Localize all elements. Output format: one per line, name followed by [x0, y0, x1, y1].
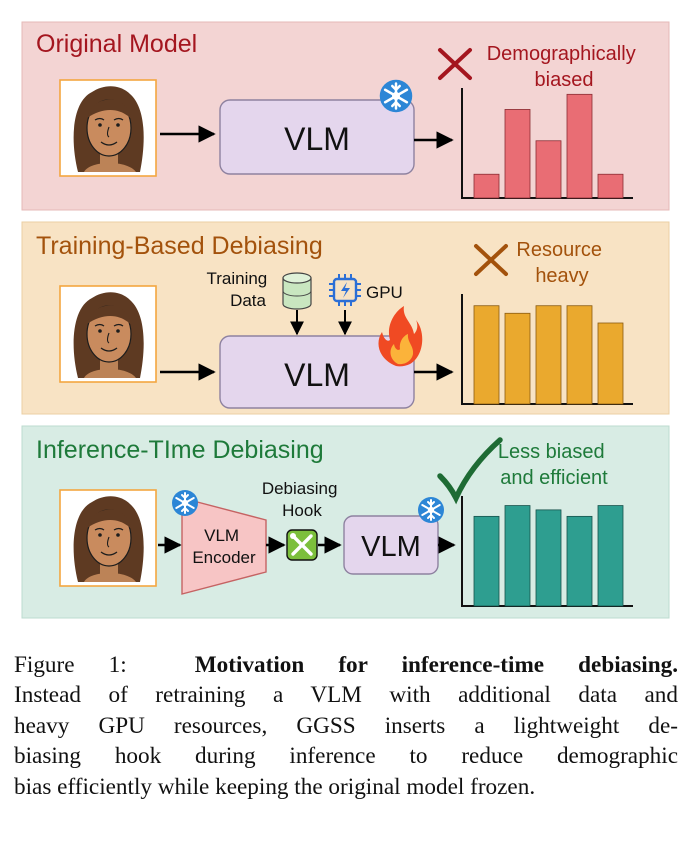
wrench-tool-icon [286, 529, 318, 561]
figure-caption: Figure 1: Motivation for inference-time … [14, 650, 678, 802]
vlm-label: VLM [361, 531, 421, 563]
chart-bar [566, 515, 593, 607]
panel-title: Training-Based Debiasing [36, 232, 323, 260]
panel-title: Inference-TIme Debiasing [36, 436, 324, 464]
caption-line: bias efficiently while keeping the origi… [14, 773, 536, 800]
bar-chart [461, 294, 633, 405]
cross-icon [474, 244, 508, 276]
snowflake-icon [378, 78, 414, 114]
caption-line: heavy GPU resources, GGSS inserts a ligh… [14, 712, 678, 739]
caption-line: biasing hook during inference to reduce … [14, 743, 678, 770]
bar-chart [461, 88, 633, 199]
figure-diagram: Original Model VLM Demographically biase… [21, 21, 670, 619]
vlm-box [219, 99, 415, 175]
snowflake-icon [417, 496, 445, 524]
verdict-text: Less biased and efficient [498, 441, 610, 489]
cross-icon [438, 48, 472, 80]
chart-bar [473, 173, 500, 199]
caption-bold-title: Motivation for inference-time debiasing. [194, 652, 679, 678]
chart-bar [597, 173, 624, 199]
chart-bar [566, 305, 593, 405]
panel-title: Original Model [36, 30, 197, 58]
face-image [59, 285, 157, 383]
snowflake-icon [171, 489, 199, 517]
chart-bar [597, 322, 624, 405]
caption-line: Instead of retraining a VLM with additio… [14, 682, 678, 709]
face-image [59, 489, 157, 587]
hook-label: Debiasing Hook [262, 479, 342, 520]
chart-bar [535, 509, 562, 607]
encoder-trapezoid [181, 497, 267, 595]
panel-inference-time: Inference-TIme Debiasing VLM Encoder Deb… [21, 425, 670, 619]
chart-bar [504, 312, 531, 405]
encoder-label: VLM Encoder [192, 526, 256, 567]
verdict-text: Resource heavy [516, 239, 607, 287]
verdict-text: Demographically biased [487, 43, 642, 91]
bar-chart [461, 496, 633, 607]
caption-label: Figure 1: [14, 652, 127, 678]
vlm-label: VLM [284, 357, 350, 393]
fire-icon [378, 306, 423, 367]
vlm-label: VLM [284, 121, 350, 157]
gpu-label: GPU [366, 283, 403, 302]
database-icon [282, 272, 312, 310]
chart-bar [504, 109, 531, 199]
chart-bar [504, 505, 531, 607]
panel-original-model: Original Model VLM Demographically biase… [21, 21, 670, 211]
training-data-label: Training Data [206, 269, 272, 310]
chart-bar [597, 505, 624, 607]
face-image [59, 79, 157, 177]
gpu-chip-icon [329, 274, 361, 306]
chart-bar [473, 305, 500, 405]
chart-bar [473, 515, 500, 607]
checkmark-icon [437, 437, 503, 505]
chart-bar [535, 305, 562, 405]
chart-bar [535, 140, 562, 199]
panel-training-based: Training-Based Debiasing Training Data G… [21, 221, 670, 415]
chart-bar [566, 93, 593, 199]
